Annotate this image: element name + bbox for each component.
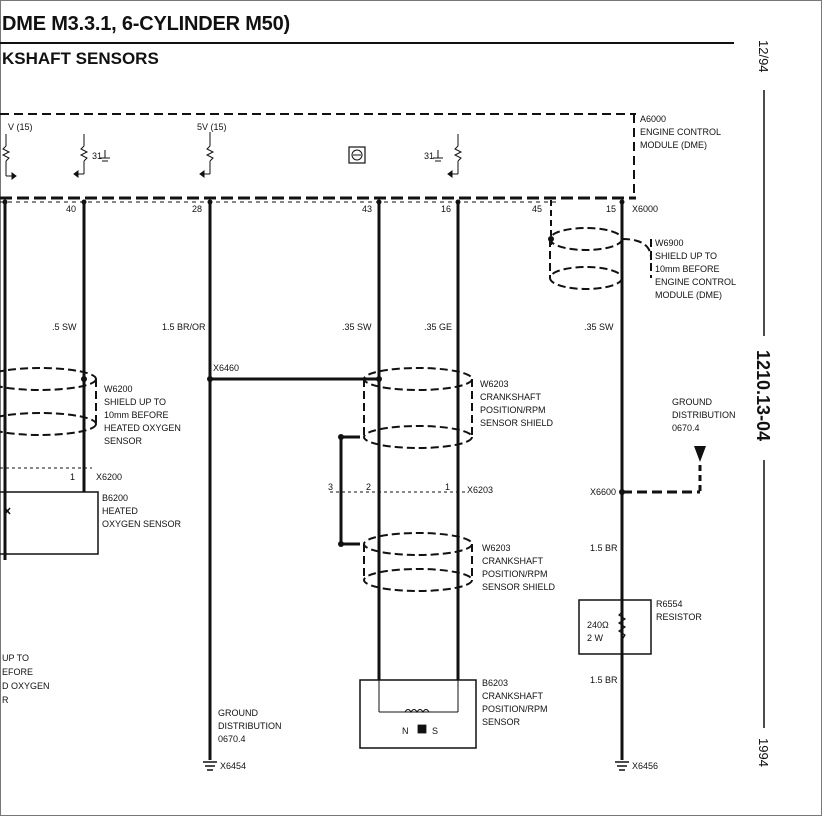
module-name-1: ENGINE CONTROL xyxy=(640,127,721,137)
wire-label: 1.5 BR xyxy=(590,543,618,553)
shield-w6203-upper xyxy=(363,367,473,449)
b6203-id: B6203 xyxy=(482,678,508,688)
title-rule xyxy=(0,42,734,44)
shield-w6203-lower xyxy=(363,532,473,592)
shield-w6200-l3: HEATED OXYGEN xyxy=(104,423,181,433)
shield-w6203b-l2: POSITION/RPM xyxy=(482,569,548,579)
shield-w6203a-id: W6203 xyxy=(480,379,509,389)
shield-w6203a-l3: SENSOR SHIELD xyxy=(480,418,554,428)
module-name-2: MODULE (DME) xyxy=(640,140,707,150)
r6554-power: 2 W xyxy=(587,633,604,643)
page-id: 1210.13-04 xyxy=(753,350,773,442)
r6554-id: R6554 xyxy=(656,599,683,609)
b6203-l3: SENSOR xyxy=(482,717,521,727)
r6554-value: 240Ω xyxy=(587,620,609,630)
pin-label: 28 xyxy=(192,204,202,214)
revision-date: 12/94 xyxy=(756,40,771,73)
shield-w6900-l4: MODULE (DME) xyxy=(655,290,722,300)
wire-label: .35 GE xyxy=(424,322,452,332)
left-fragment: EFORE xyxy=(2,667,33,677)
connector-x6200-pin: 1 xyxy=(70,472,75,482)
b6200-id: B6200 xyxy=(102,493,128,503)
wire-label: .35 SW xyxy=(584,322,614,332)
left-fragment: UP TO xyxy=(2,653,29,663)
r6554-l1: RESISTOR xyxy=(656,612,702,622)
connector-x6456: X6456 xyxy=(632,761,658,771)
b6203-l2: POSITION/RPM xyxy=(482,704,548,714)
shield-w6900-l2: 10mm BEFORE xyxy=(655,264,720,274)
oxygen-sensor-box xyxy=(0,491,99,555)
ground1-l3: 0670.4 xyxy=(218,734,246,744)
splices xyxy=(2,199,625,547)
shield-w6200-l1: SHIELD UP TO xyxy=(104,397,166,407)
connector-x6600: X6600 xyxy=(590,487,616,497)
ground2-l2: DISTRIBUTION xyxy=(672,410,736,420)
crankshaft-sensor-box xyxy=(359,679,477,749)
page-year: 1994 xyxy=(756,738,771,767)
ground-31b-label: 31 xyxy=(424,151,434,161)
internal-pullups xyxy=(1,132,463,180)
pin-label: 40 xyxy=(66,204,76,214)
wire-label: 1.5 BR xyxy=(590,675,618,685)
shield-w6203b-l1: CRANKSHAFT xyxy=(482,556,544,566)
connector-x6454: X6454 xyxy=(220,761,246,771)
diagram-title: DME M3.3.1, 6-CYLINDER M50) xyxy=(2,13,290,35)
wire-label: .5 SW xyxy=(52,322,77,332)
left-fragment: R xyxy=(2,695,9,705)
supply-mid-label: 5V (15) xyxy=(197,122,227,132)
pin-label: 15 xyxy=(606,204,616,214)
shield-w6203a-l1: CRANKSHAFT xyxy=(480,392,542,402)
connector-x6203-pin: 2 xyxy=(366,482,371,492)
ground2-l3: 0670.4 xyxy=(672,423,700,433)
shield-w6200-l2: 10mm BEFORE xyxy=(104,410,169,420)
shield-w6200-id: W6200 xyxy=(104,384,133,394)
ground1-l2: DISTRIBUTION xyxy=(218,721,282,731)
connector-lines xyxy=(0,467,468,493)
b6203-pole-s: S xyxy=(432,726,438,736)
ground-symbol-x6456 xyxy=(615,761,629,771)
connector-x6460: X6460 xyxy=(213,363,239,373)
engine-control-module xyxy=(0,113,636,203)
left-fragment: D OXYGEN xyxy=(2,681,50,691)
pin-label: 16 xyxy=(441,204,451,214)
ground-31a-label: 31 xyxy=(92,151,102,161)
wire-labels: .5 SW 1.5 BR/OR .35 SW .35 GE .35 SW 1.5… xyxy=(52,322,618,685)
module-symbol xyxy=(348,146,366,164)
ground-arrow xyxy=(694,446,706,462)
shield-w6900-l1: SHIELD UP TO xyxy=(655,251,717,261)
ground-symbol-x6454 xyxy=(203,761,217,771)
resistor-r6554 xyxy=(578,599,652,655)
shield-w6900 xyxy=(549,227,653,290)
shield-w6203b-l3: SENSOR SHIELD xyxy=(482,582,556,592)
diagram-subtitle: KSHAFT SENSORS xyxy=(2,49,159,68)
shield-w6200-l4: SENSOR xyxy=(104,436,143,446)
pin-label: 43 xyxy=(362,204,372,214)
shield-w6900-id: W6900 xyxy=(655,238,684,248)
connector-x6200: X6200 xyxy=(96,472,122,482)
connector-x6203: X6203 xyxy=(467,485,493,495)
b6200-l2: OXYGEN SENSOR xyxy=(102,519,182,529)
shield-w6900-l3: ENGINE CONTROL xyxy=(655,277,736,287)
wire-label: .35 SW xyxy=(342,322,372,332)
ground1-l1: GROUND xyxy=(218,708,258,718)
b6203-pole-n: N xyxy=(402,726,409,736)
wires xyxy=(3,200,702,760)
connector-x6203-pin: 1 xyxy=(445,482,450,492)
module-id: A6000 xyxy=(640,114,666,124)
wire-label: 1.5 BR/OR xyxy=(162,322,206,332)
b6200-l1: HEATED xyxy=(102,506,138,516)
ground2-l1: GROUND xyxy=(672,397,712,407)
b6203-l1: CRANKSHAFT xyxy=(482,691,544,701)
shield-w6203b-id: W6203 xyxy=(482,543,511,553)
shield-w6200 xyxy=(0,367,97,436)
supply-left-label: V (15) xyxy=(8,122,33,132)
shield-w6203a-l2: POSITION/RPM xyxy=(480,405,546,415)
connector-x6000: X6000 xyxy=(632,204,658,214)
pin-label: 45 xyxy=(532,204,542,214)
connector-x6203-pin: 3 xyxy=(328,482,333,492)
